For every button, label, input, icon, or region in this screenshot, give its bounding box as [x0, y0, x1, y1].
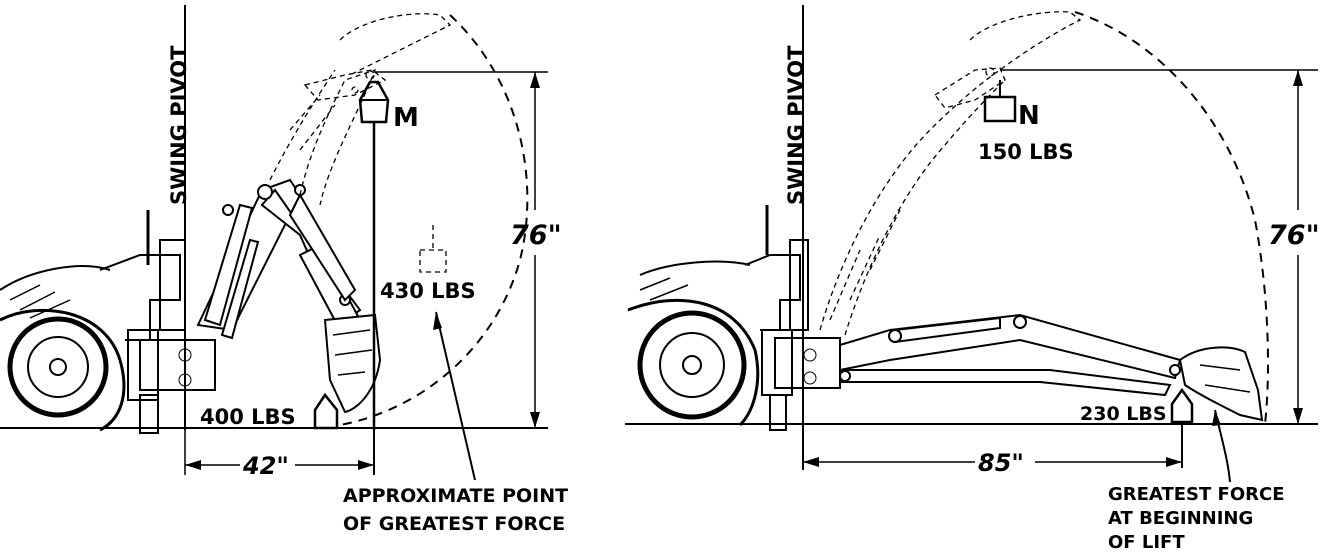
backhoe-boom-raised: [196, 178, 362, 340]
height-dim-label: 76": [510, 220, 562, 251]
height-dim-label: 76": [1268, 220, 1320, 251]
tractor-frame: [99, 210, 216, 434]
mid-weight-label: 430 LBS: [380, 279, 476, 303]
bottom-weight: [1170, 387, 1194, 468]
weight-m-label: M: [393, 103, 419, 133]
right-diagram: SWING PIVOT: [625, 5, 1320, 552]
weight-n-label: N: [1018, 101, 1040, 131]
swing-pivot-label: SWING PIVOT: [784, 45, 808, 205]
backhoe-bucket: [1178, 346, 1264, 422]
note-line-1: GREATEST FORCE: [1108, 484, 1285, 505]
tractor-frame: [744, 205, 841, 431]
weight-m: [358, 80, 390, 430]
reach-dimension: [184, 430, 375, 475]
weight-n-value: 150 LBS: [978, 140, 1074, 164]
swing-arc: [1074, 11, 1269, 425]
swing-arc: [339, 14, 529, 426]
bottom-weight: [313, 392, 339, 430]
swing-pivot-label: SWING PIVOT: [167, 45, 191, 205]
reach-dim-label: 85": [978, 449, 1024, 477]
note-line-2: OF GREATEST FORCE: [343, 513, 565, 535]
ghost-boom-raised: [819, 11, 1082, 336]
bottom-weight-label: 230 LBS: [1080, 403, 1167, 425]
backhoe-bucket: [323, 313, 382, 414]
tractor-wheel: [627, 260, 760, 427]
ghost-weight: [419, 225, 447, 273]
weight-n: [983, 80, 1017, 123]
reach-dimension: [803, 457, 1182, 467]
note-line-1: APPROXIMATE POINT: [343, 485, 568, 507]
backhoe-boom-extended: [839, 313, 1182, 397]
tractor-wheel: [0, 265, 126, 432]
note-line-3: OF LIFT: [1108, 532, 1185, 552]
left-diagram: SWING PIVOT: [0, 5, 568, 535]
reach-dim-label: 42": [242, 452, 289, 480]
bottom-weight-label: 400 LBS: [200, 405, 296, 429]
ghost-boom-raised: [269, 13, 452, 206]
note-line-2: AT BEGINNING: [1108, 508, 1253, 529]
force-pointer: [433, 311, 476, 481]
height-dimension: [1000, 69, 1318, 424]
force-pointer: [1212, 409, 1231, 483]
height-dimension: [375, 71, 548, 428]
